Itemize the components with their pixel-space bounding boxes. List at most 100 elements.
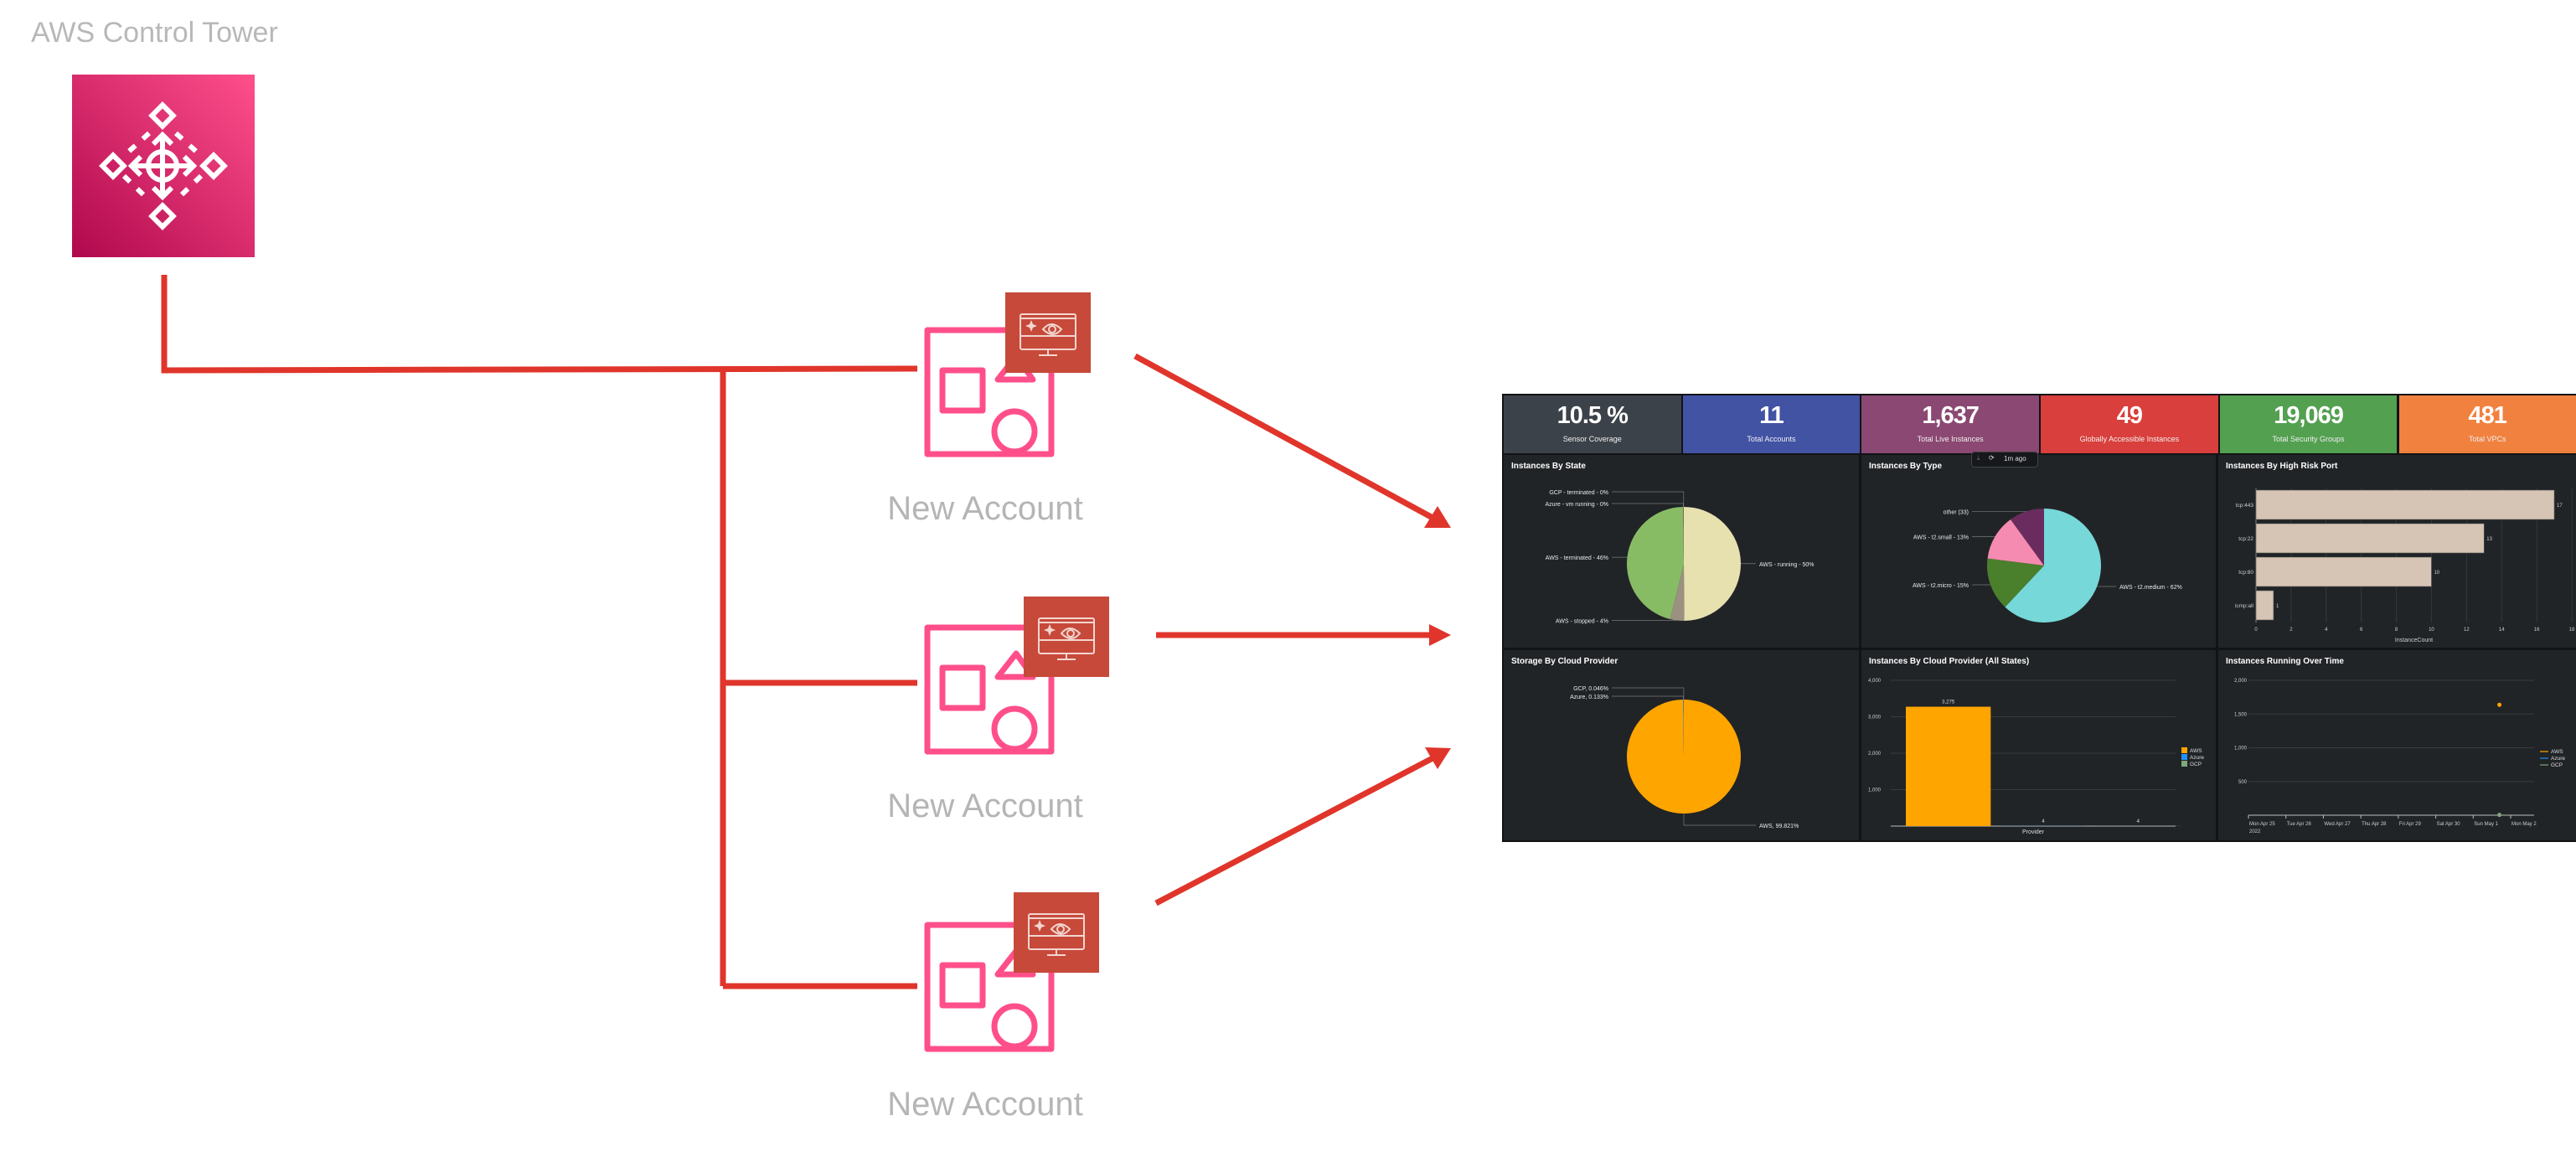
pie-label: Azure, 0.133% [1570, 695, 1608, 700]
panel-title: Instances By Cloud Provider (All States) [1869, 657, 2030, 666]
panel-title: Storage By Cloud Provider [1511, 657, 1618, 666]
x-tick-label: 2 [2289, 628, 2293, 633]
leader-line [1612, 503, 1684, 508]
kpi-value: 481 [2468, 402, 2507, 429]
legend-label: Azure [2190, 755, 2204, 761]
panel-storage-by-provider: Storage By Cloud Provider AWS, 99.821% Az… [1504, 650, 1859, 840]
x-tick-label: Sat Apr 30 [2437, 822, 2461, 827]
kpi-value: 11 [1759, 402, 1784, 429]
pie-slice [1987, 558, 2044, 607]
legend-label: Azure [2551, 756, 2565, 762]
bar-value-label: 17 [2557, 504, 2563, 509]
y-tick-label: 500 [2238, 780, 2248, 785]
y-tick-label: 2,000 [2234, 679, 2248, 684]
instances-by-type-chart: AWS - t2.medium - 62% AWS - t2.micro - 15… [1913, 509, 2182, 622]
x-tick-label: Sun May 1 [2474, 822, 2498, 827]
x-tick-label: Tue Apr 26 [2287, 822, 2312, 827]
kpi-label: Total VPCs [2468, 435, 2506, 443]
x-tick-label: 0 [2254, 628, 2258, 633]
kpi-label: Total Security Groups [2272, 435, 2345, 443]
legend-swatch [2181, 754, 2187, 760]
x-tick-label: 16 [2534, 628, 2540, 633]
panel-instances-by-type: Instances By Type AWS - t2.medium - 62%A… [1861, 455, 2216, 648]
pie-label: AWS - running - 50% [1759, 562, 1815, 568]
y-tick-label: icmp:all [2235, 603, 2254, 609]
x-tick-label: 18 [2569, 628, 2575, 633]
bar [2255, 590, 2274, 621]
y-tick-label: tcp:443 [2236, 503, 2254, 509]
x-axis-label: Provider [2022, 829, 2045, 835]
monitoring-badge-icon [1005, 292, 1091, 373]
x-tick-label: Wed Apr 27 [2324, 822, 2351, 827]
bar-value-label: 1 [2276, 604, 2279, 609]
x-tick-label: Thu Apr 28 [2362, 822, 2387, 827]
kpi-label: Total Live Instances [1917, 435, 1984, 443]
bar [2255, 556, 2432, 587]
kpi-label: Total Accounts [1747, 435, 1796, 443]
x-tick-label: 6 [2360, 628, 2363, 633]
x-tick-label: Mon May 2 [2511, 822, 2537, 827]
x-axis-label: InstanceCount [2395, 638, 2433, 643]
panel-title: Instances By High Risk Port [2226, 462, 2338, 471]
account-label: New Account [887, 1086, 1083, 1123]
bar [2255, 489, 2555, 520]
pie-slice [1684, 507, 1742, 621]
kpi-value: 49 [2116, 402, 2143, 429]
account-label: New Account [887, 788, 1083, 824]
pie-label: AWS - t2.small - 13% [1913, 535, 1969, 540]
y-tick-label: 1,000 [1868, 788, 1882, 793]
download-icon[interactable]: ⤓ [1977, 454, 1980, 462]
leader-line [1612, 491, 1685, 508]
y-tick-label: 2,000 [1868, 752, 1882, 757]
x-tick-sublabel: 2022 [2249, 829, 2261, 834]
pie-slice [2011, 509, 2044, 566]
x-tick-label: Fri Apr 29 [2399, 822, 2422, 827]
panel-title: Instances By Type [1869, 462, 1943, 471]
bar-value-label: 13 [2486, 537, 2492, 542]
pie-label: Azure - vm running - 0% [1546, 502, 1608, 508]
pie-label: AWS - stopped - 4% [1556, 619, 1608, 625]
panel-title: Instances Running Over Time [2226, 657, 2344, 666]
control-tower-title: AWS Control Tower [31, 17, 278, 49]
account-icon [924, 922, 1055, 1052]
bar [1906, 706, 1991, 826]
pie-label: AWS - t2.micro - 15% [1913, 583, 1969, 589]
pie-label: AWS, 99.821% [1759, 824, 1799, 829]
pie-slice [1670, 564, 1685, 621]
kpi-tile[interactable]: 10.5 %Sensor Coverage [1504, 395, 1681, 453]
legend-label: GCP [2551, 762, 2563, 768]
x-tick-label: 10 [2429, 628, 2434, 633]
leader-line [1612, 695, 1684, 700]
legend-label: AWS [2551, 749, 2563, 755]
pie-slice [1627, 507, 1684, 619]
monitoring-badge-icon [1014, 892, 1099, 973]
last-refresh-time: 1m ago [2004, 455, 2026, 462]
pie-slice [2005, 509, 2101, 622]
kpi-label: Globally Accessible Instances [2079, 435, 2180, 443]
pie-label: other (33) [1944, 509, 1969, 515]
storage-by-provider-chart: AWS, 99.821%Azure, 0.133%GCP, 0.046% [1570, 686, 1799, 829]
pie-slice [1987, 519, 2044, 566]
y-tick-label: 4,000 [1868, 679, 1882, 684]
pie-label: AWS - t2.medium - 62% [2119, 585, 2182, 591]
data-point [2497, 813, 2502, 818]
pie-label: GCP - terminated - 0% [1549, 490, 1608, 496]
y-tick-label: tcp:80 [2238, 570, 2253, 576]
x-tick-label: 8 [2395, 628, 2398, 633]
bar-value-label: 4 [2042, 819, 2045, 824]
refresh-tooltip: ⤓ ⟳ 1m ago [1971, 452, 2038, 468]
refresh-icon[interactable]: ⟳ [1989, 454, 1995, 462]
data-point [2497, 702, 2502, 707]
x-tick-label: 4 [2325, 628, 2328, 633]
